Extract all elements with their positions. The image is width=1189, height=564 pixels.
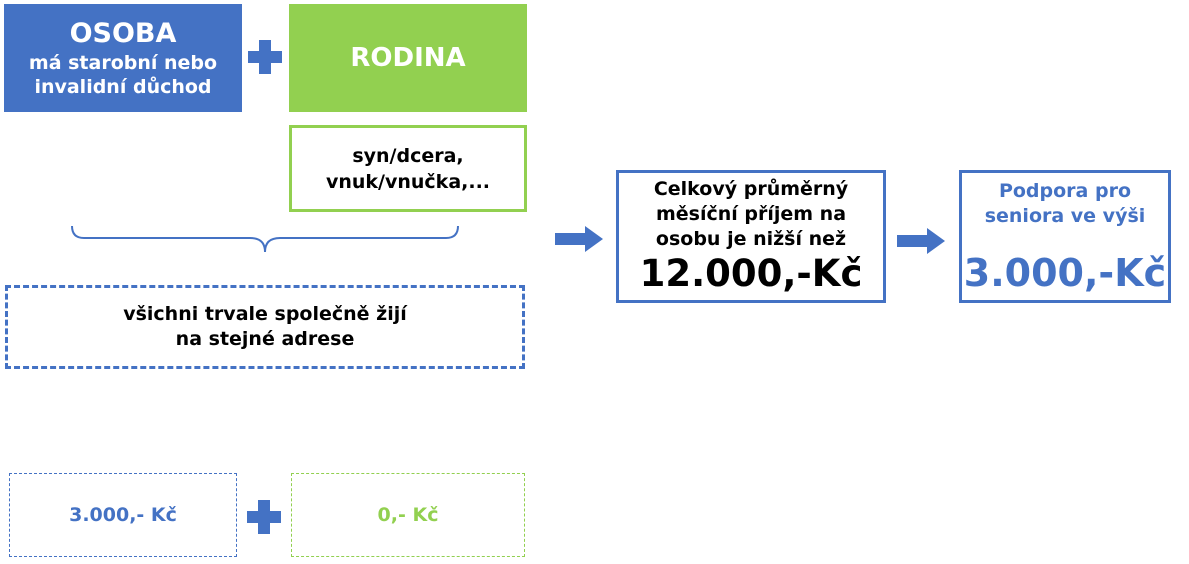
right-arrow-icon <box>555 226 603 252</box>
cohabitation-box: všichni trvale společně žijí na stejné a… <box>5 285 525 369</box>
support-amount: 3.000,-Kč <box>963 250 1167 295</box>
cohabitation-line2: na stejné adrese <box>175 328 355 350</box>
family-members-box: syn/dcera, vnuk/vnučka,... <box>289 125 527 212</box>
right-arrow-icon <box>897 228 945 254</box>
family-amount-box: 0,- Kč <box>291 473 525 557</box>
person-condition-line1: má starobní nebo <box>28 52 218 74</box>
support-box: Podpora pro seniora ve výši 3.000,-Kč <box>959 170 1171 303</box>
plus-icon <box>248 40 282 74</box>
brace-icon <box>71 225 459 253</box>
family-amount: 0,- Kč <box>377 504 439 526</box>
support-line1: Podpora pro <box>998 179 1132 202</box>
person-condition-line2: invalidní důchod <box>34 76 212 98</box>
income-line1: Celkový průměrný <box>653 178 849 200</box>
family-box: RODINA <box>289 4 527 112</box>
person-title: OSOBA <box>69 18 177 49</box>
family-members-line2: vnuk/vnučka,... <box>325 170 491 193</box>
plus-icon <box>247 500 281 534</box>
family-title: RODINA <box>350 43 466 73</box>
income-line3: osobu je nižší než <box>655 228 847 250</box>
person-amount: 3.000,- Kč <box>69 504 177 526</box>
person-box: OSOBA má starobní nebo invalidní důchod <box>4 4 242 112</box>
person-amount-box: 3.000,- Kč <box>9 473 237 557</box>
income-threshold-amount: 12.000,-Kč <box>639 252 863 295</box>
income-line2: měsíční příjem na <box>655 203 847 225</box>
support-line2: seniora ve výši <box>984 204 1146 227</box>
family-members-line1: syn/dcera, <box>352 144 464 167</box>
cohabitation-line1: všichni trvale společně žijí <box>123 303 407 325</box>
income-condition-box: Celkový průměrný měsíční příjem na osobu… <box>616 170 886 303</box>
